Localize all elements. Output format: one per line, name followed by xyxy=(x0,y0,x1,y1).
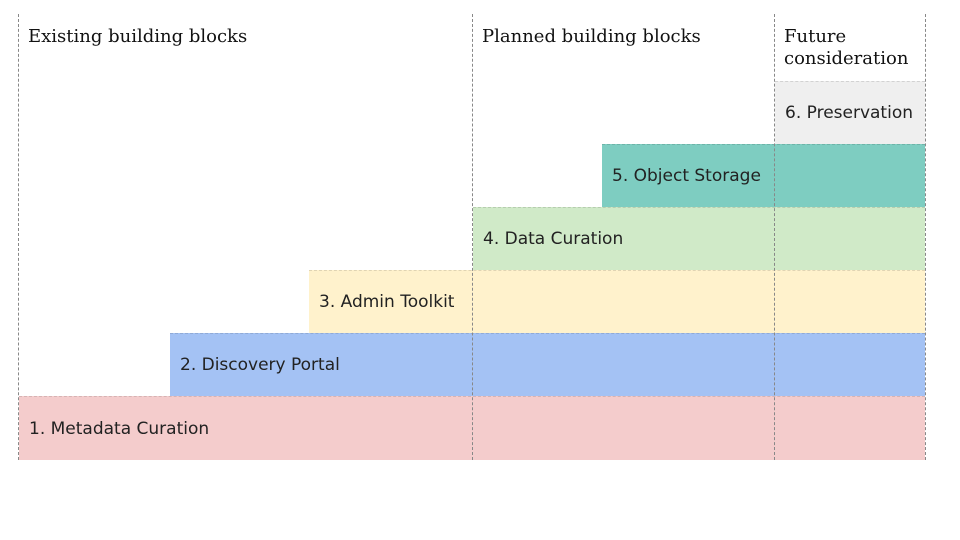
block-preservation: 6. Preservation xyxy=(775,81,925,144)
block-data-curation-label: 4. Data Curation xyxy=(483,229,624,249)
block-discovery-portal-label: 2. Discovery Portal xyxy=(180,355,340,375)
divider-planned-future xyxy=(774,14,775,460)
block-admin-toolkit-label: 3. Admin Toolkit xyxy=(319,292,455,312)
block-object-storage-label: 5. Object Storage xyxy=(612,166,761,186)
divider-left xyxy=(18,14,19,460)
block-discovery-portal: 2. Discovery Portal xyxy=(170,333,925,396)
heading-future: Future consideration xyxy=(784,26,909,69)
heading-planned: Planned building blocks xyxy=(482,26,701,47)
block-metadata-curation-label: 1. Metadata Curation xyxy=(29,418,210,439)
block-data-curation: 4. Data Curation xyxy=(473,207,925,270)
divider-right xyxy=(925,14,926,460)
block-admin-toolkit: 3. Admin Toolkit xyxy=(309,270,925,333)
block-object-storage: 5. Object Storage xyxy=(602,144,925,207)
block-preservation-label: 6. Preservation xyxy=(785,103,913,123)
divider-existing-planned xyxy=(472,14,473,460)
heading-existing: Existing building blocks xyxy=(28,26,248,47)
